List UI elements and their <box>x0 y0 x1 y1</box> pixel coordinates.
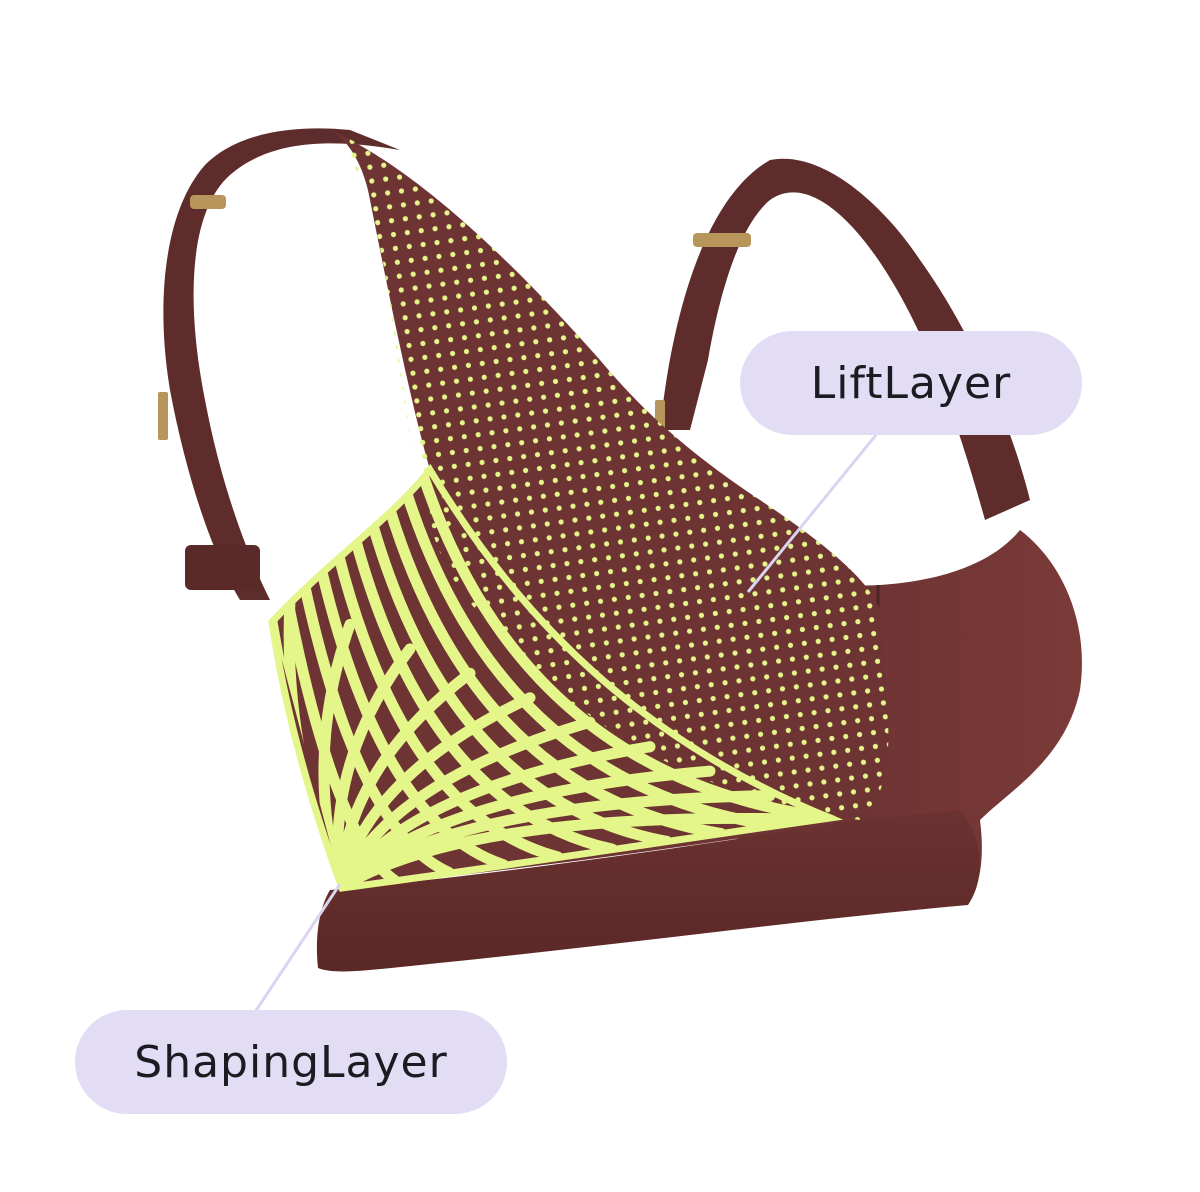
left-strap-hook <box>158 392 168 440</box>
lattice-cross-stroke <box>349 533 618 855</box>
lattice-fan-stroke <box>332 643 416 888</box>
right-strap-slider <box>693 233 751 247</box>
lattice-cross-stroke <box>333 549 564 863</box>
lattice-cross-stroke <box>383 499 727 840</box>
lattice-cross-stroke <box>283 599 400 886</box>
lattice-cross-stroke <box>416 470 836 824</box>
lift-layer-label-text: LiftLayer <box>810 357 1012 409</box>
lattice-cross-stroke <box>399 483 782 832</box>
lattice-cross-stroke <box>299 583 455 878</box>
lattice-fan-stroke <box>334 667 476 888</box>
shaping-layer-outline <box>268 463 844 892</box>
underband <box>316 810 980 972</box>
left-strap-slider <box>190 195 226 209</box>
shaping-layer-leader-line <box>253 883 342 1013</box>
left-shoulder-strap <box>163 128 400 601</box>
shaping-layer-label-text: ShapingLayer <box>134 1036 448 1088</box>
lattice-cross-stroke <box>316 566 509 871</box>
lattice-cross-stroke <box>366 516 673 847</box>
lift-layer-label: LiftLayer <box>740 331 1082 435</box>
shaping-layer-label: ShapingLayer <box>75 1010 507 1114</box>
left-side-tab <box>185 545 260 590</box>
lift-layer-area <box>335 132 889 820</box>
lift-layer-leader-line <box>746 434 878 593</box>
